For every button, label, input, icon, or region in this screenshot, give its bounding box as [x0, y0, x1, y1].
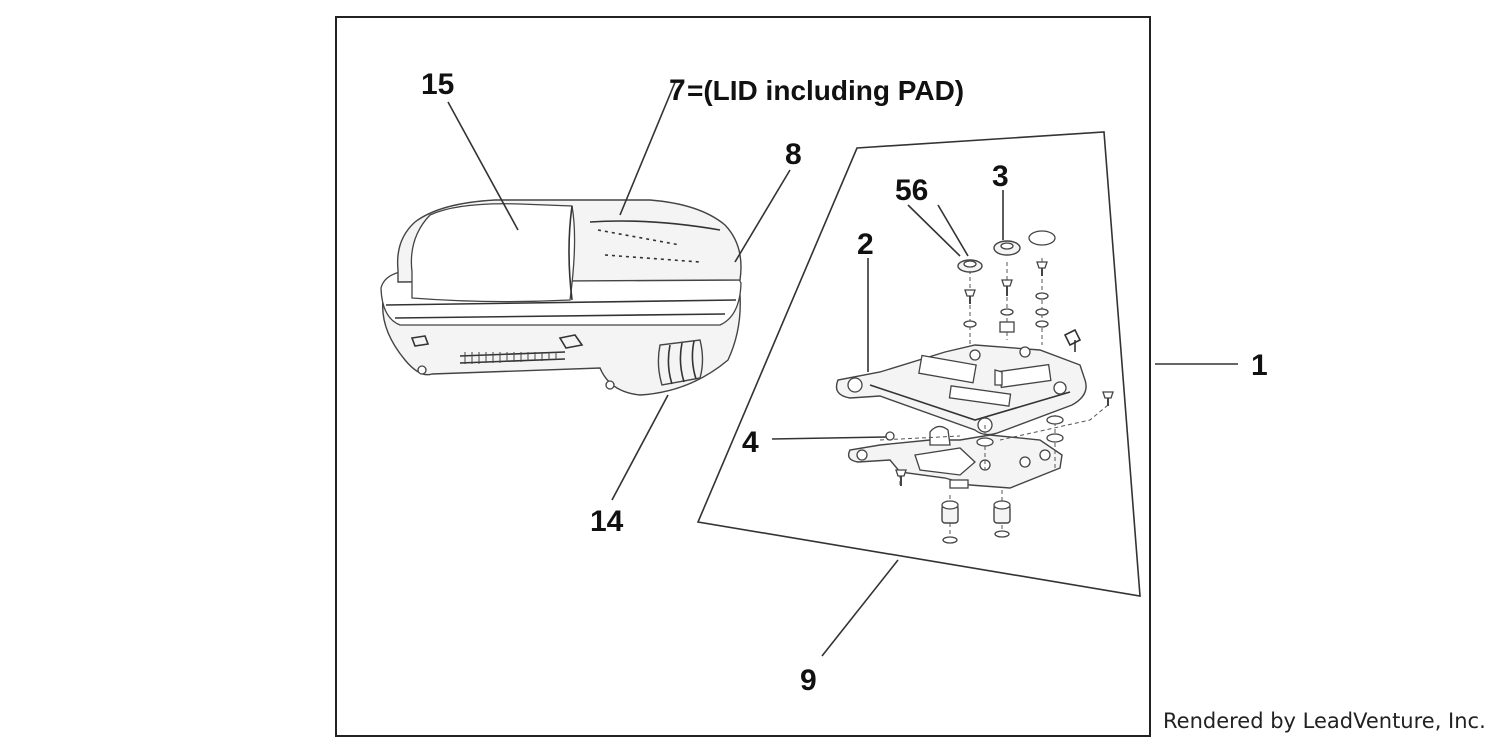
callout-3: 3: [992, 160, 1009, 193]
upper-mounting-plate: [835, 328, 1087, 436]
callout-4: 4: [742, 426, 759, 459]
lid-including-pad-note: =(LID including PAD): [687, 75, 964, 106]
callout-14: 14: [590, 505, 624, 538]
callout-7: 7: [669, 74, 686, 107]
fasteners: [885, 230, 1114, 544]
reflector-part: [657, 339, 704, 386]
top-box-case: [380, 199, 742, 396]
callout-8: 8: [785, 138, 802, 171]
callout-15: 15: [421, 68, 454, 101]
diagram-frame: [335, 16, 1151, 737]
render-credit: Rendered by LeadVenture, Inc.: [1163, 709, 1486, 733]
callout-5-6: 56: [895, 174, 928, 207]
base-plate-group-outline: [696, 131, 1141, 597]
callout-9: 9: [800, 664, 817, 697]
lower-base-plate: [847, 425, 1063, 489]
leader-lines: [447, 79, 1238, 657]
callout-1: 1: [1251, 349, 1268, 382]
callout-2: 2: [857, 228, 874, 261]
